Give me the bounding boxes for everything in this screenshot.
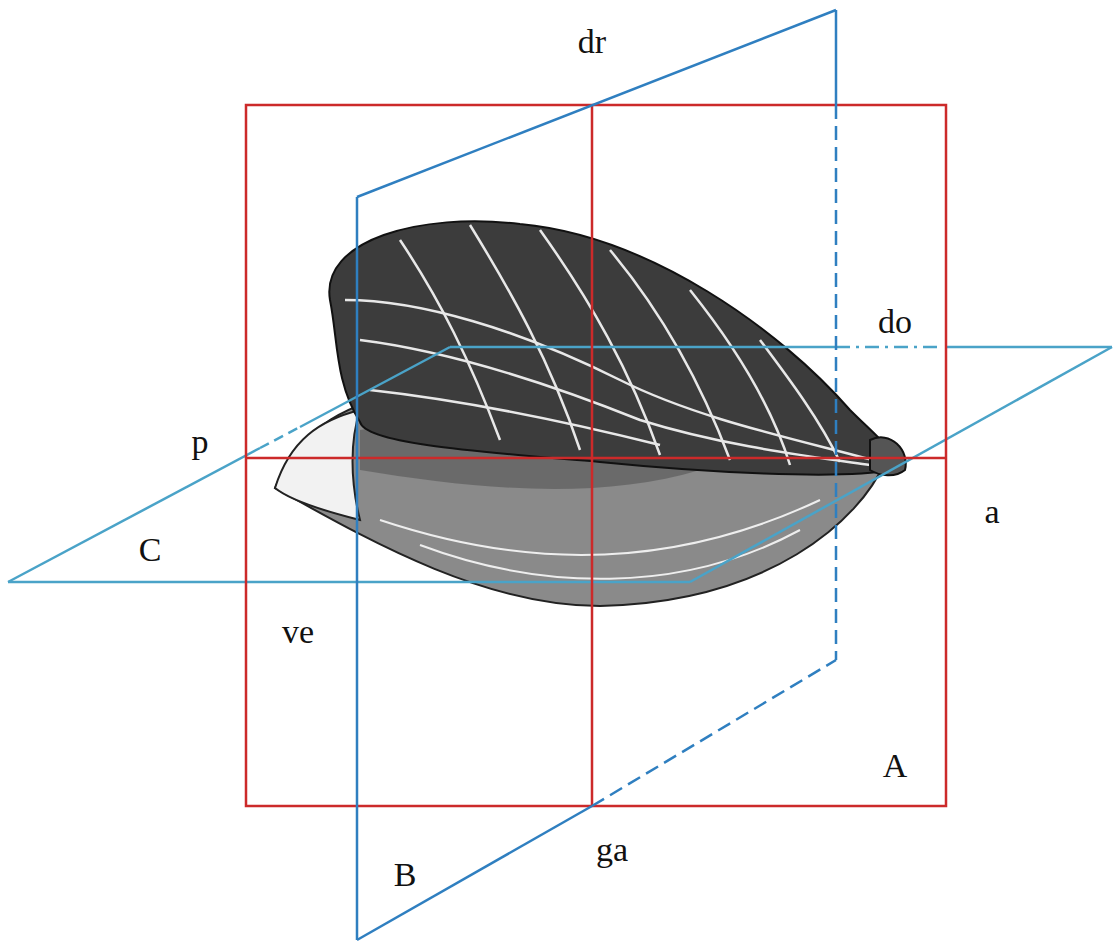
plane-label: ve (278, 613, 318, 651)
plane-label: do (874, 303, 916, 341)
plane-label: ga (592, 831, 632, 869)
plane-label: C (135, 531, 166, 569)
plane-label: a (980, 493, 1003, 531)
plane-label: p (188, 423, 213, 461)
plane-label: dr (574, 23, 610, 61)
plane-label: A (879, 747, 912, 785)
plane-label: B (390, 856, 421, 894)
